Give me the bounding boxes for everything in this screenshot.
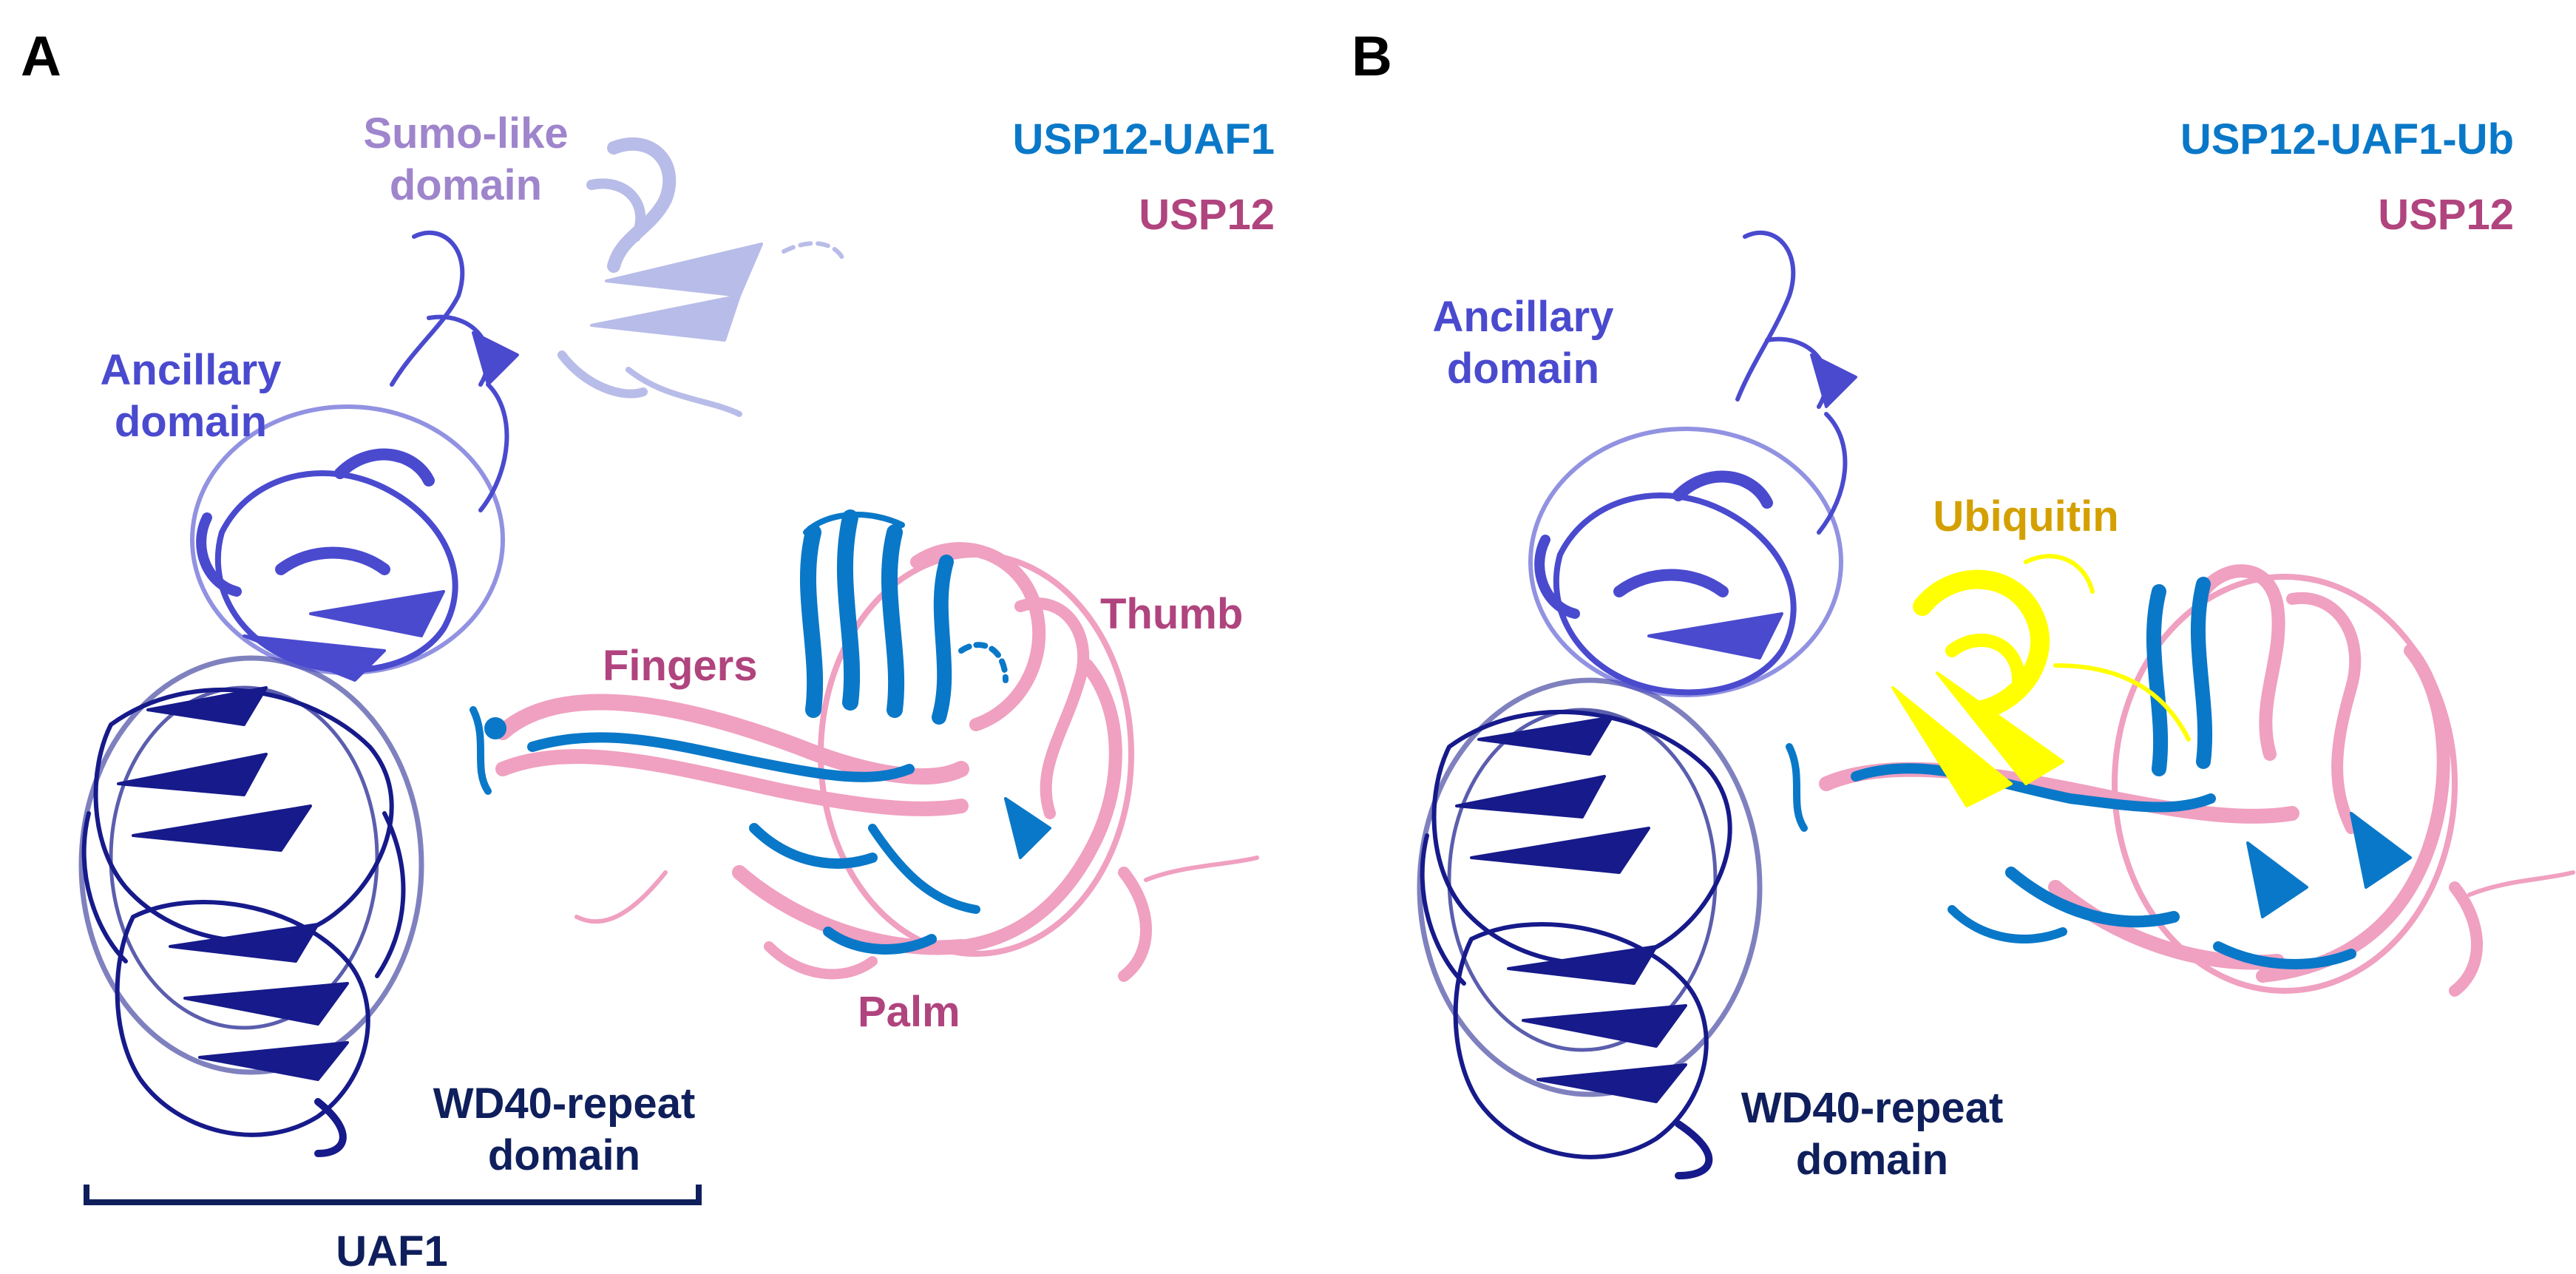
wd40-domain-ribbon-a [78, 655, 424, 1157]
label-wd40-line2-b: domain [1796, 1136, 1948, 1184]
label-ancillary-line2-b: domain [1447, 345, 1599, 393]
ubiquitin-ribbon [1891, 554, 2191, 807]
sumo-like-domain-ribbon [557, 137, 845, 417]
usp12-ribbon-a [495, 542, 1259, 982]
panel-a: A USP12-UAF1 USP12 Sumo-like domain Anci… [21, 25, 1275, 1274]
ancillary-domain-ribbon-a [190, 230, 519, 682]
panel-b: B USP12-UAF1-Ub USP12 Ancillary domain U… [1352, 25, 2575, 1184]
wd40-domain-ribbon-b [1417, 677, 1763, 1179]
label-wd40-line1-b: WD40-repeat [1741, 1084, 2004, 1132]
label-sumo-like-line2: domain [390, 161, 542, 209]
legend-usp12-a: USP12 [1139, 191, 1275, 239]
ancillary-domain-ribbon-b [1528, 230, 1857, 697]
label-ancillary-line1-b: Ancillary [1433, 293, 1614, 341]
label-ancillary-line1-a: Ancillary [101, 346, 282, 394]
panel-b-letter: B [1352, 25, 1392, 88]
usp12-complex-ribbon-b [1786, 577, 2412, 969]
label-wd40-line2-a: domain [488, 1131, 640, 1179]
usp12-complex-ribbon-a [470, 509, 1051, 955]
panel-a-letter: A [21, 25, 61, 88]
label-palm: Palm [858, 988, 960, 1036]
legend-usp12-uaf1: USP12-UAF1 [1012, 115, 1275, 163]
label-ancillary-line2-a: domain [115, 398, 267, 446]
label-ubiquitin: Ubiquitin [1933, 492, 2118, 541]
label-wd40-line1-a: WD40-repeat [433, 1080, 696, 1128]
label-fingers: Fingers [603, 642, 758, 690]
uaf1-bracket [84, 1185, 702, 1205]
legend-usp12-uaf1-ub: USP12-UAF1-Ub [2180, 115, 2514, 163]
legend-usp12-b: USP12 [2378, 191, 2514, 239]
label-sumo-like-line1: Sumo-like [363, 109, 568, 157]
label-thumb: Thumb [1100, 590, 1243, 638]
label-uaf1: UAF1 [336, 1227, 447, 1274]
